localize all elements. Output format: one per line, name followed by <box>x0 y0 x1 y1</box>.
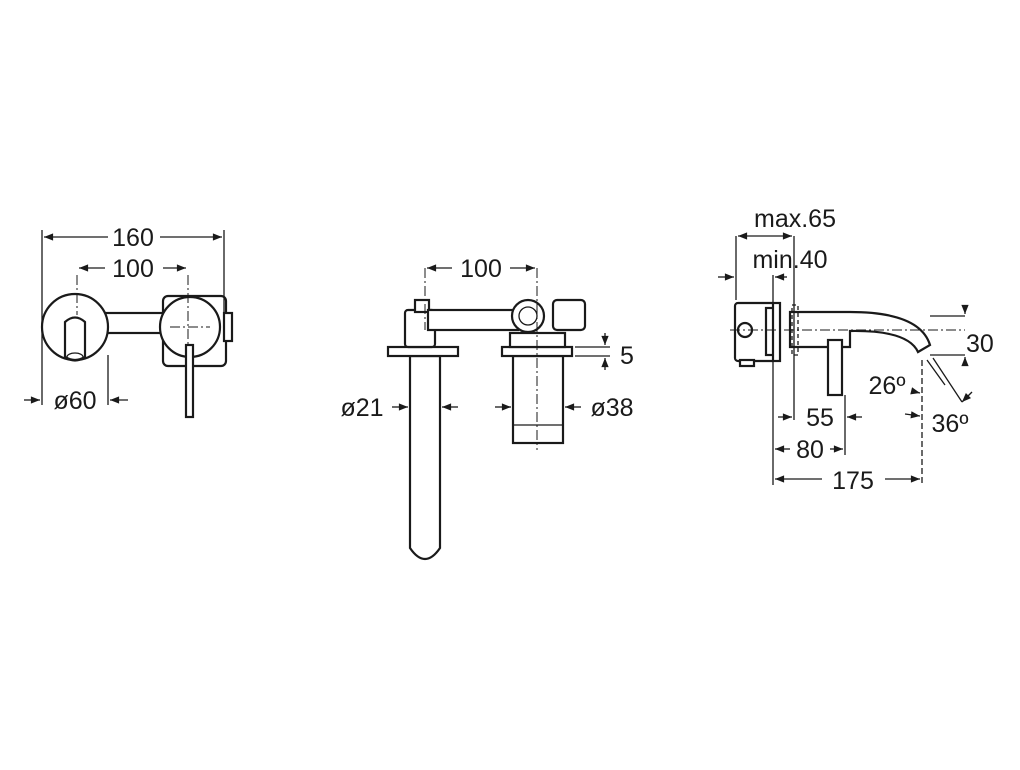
dim-min40: min.40 <box>752 246 827 274</box>
front-view: 160 100 ø60 <box>24 224 234 419</box>
top-view: 100 ø21 ø38 5 <box>340 255 634 561</box>
dim-o21: ø21 <box>340 394 383 422</box>
valve-cylinder <box>511 354 565 445</box>
dim-26deg: 26º <box>869 372 906 400</box>
dim-o60: ø60 <box>53 387 96 415</box>
dim-100-top: 100 <box>460 255 502 283</box>
dim-5: 5 <box>620 342 634 370</box>
spout-tube <box>408 354 442 561</box>
spout-flange <box>386 345 460 358</box>
lever-handle <box>184 343 195 419</box>
side-view: max.65 min.40 30 26º 36º 55 80 175 <box>718 205 994 495</box>
dim-175: 175 <box>832 467 874 495</box>
connecting-arm <box>426 308 520 332</box>
dim-55: 55 <box>806 404 834 432</box>
lever-side <box>826 338 844 397</box>
dim-80: 80 <box>796 436 824 464</box>
dim-o38: ø38 <box>590 394 633 422</box>
dim-30: 30 <box>966 330 994 358</box>
valve-cartridge <box>510 298 546 334</box>
spout-side <box>788 310 932 354</box>
dim-max65: max.65 <box>754 205 836 233</box>
dim-100-front: 100 <box>112 255 154 283</box>
spout-outlet <box>63 316 87 362</box>
dim-36deg: 36º <box>932 410 969 438</box>
dim-160: 160 <box>112 224 154 252</box>
